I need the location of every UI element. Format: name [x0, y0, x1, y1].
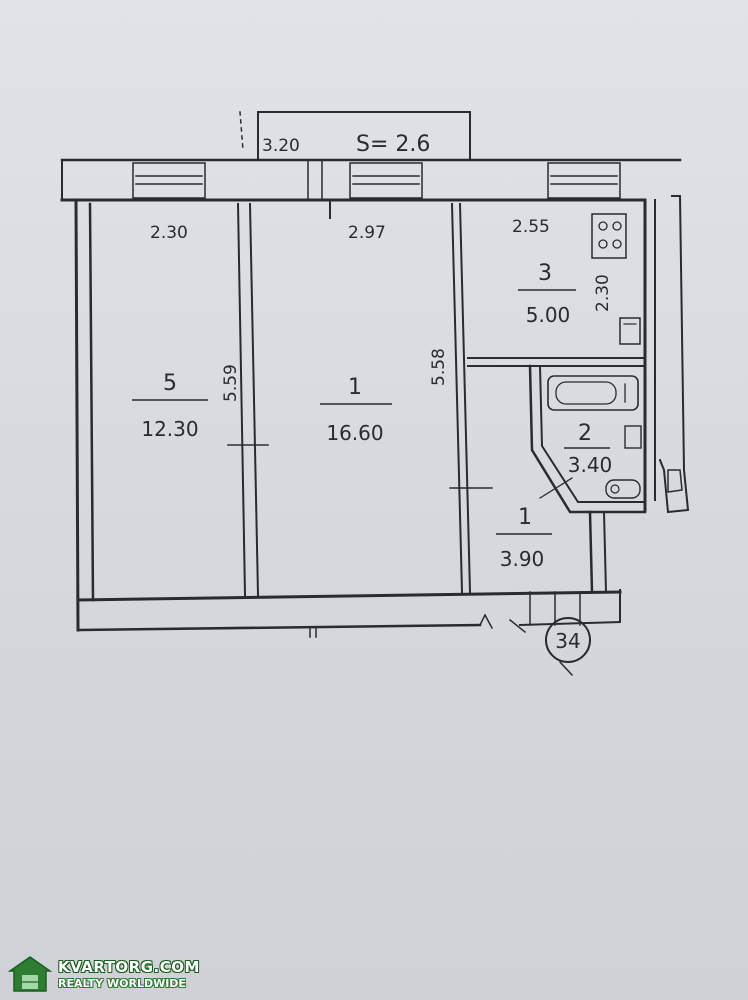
toilet [605, 479, 641, 499]
house-logo-icon [8, 956, 52, 992]
bathtub [547, 375, 639, 411]
room5-number-label: 5 [163, 371, 177, 396]
kitchen-number-label: 3 [538, 261, 552, 286]
window-left [132, 162, 206, 199]
watermark: KVARTORG.COM REALTY WORLDWIDE [8, 955, 200, 993]
room1-number-label: 1 [348, 375, 362, 400]
balcony-width-label: 3.20 [262, 136, 300, 156]
bathroom-sink [624, 425, 642, 449]
balcony [239, 111, 471, 161]
window-right [547, 162, 621, 199]
bathroom-number-label: 2 [578, 421, 592, 446]
balcony-area-label: S= 2.6 [356, 132, 430, 157]
entrance-frame [309, 591, 581, 638]
balcony-door [307, 159, 331, 219]
hallway-number-label: 1 [518, 505, 532, 530]
wall-room5-room1 [227, 202, 269, 597]
exterior-walls [74, 198, 656, 632]
ventilation-shaft [658, 195, 690, 514]
room5-length-label: 5.59 [221, 364, 241, 402]
watermark-site: KVARTORG.COM [58, 957, 200, 976]
kitchen-width-label: 2.55 [512, 217, 550, 237]
room1-length-label: 5.58 [429, 348, 449, 386]
room1-width-label: 2.97 [348, 223, 386, 243]
kitchen-area-label: 5.00 [526, 303, 571, 327]
stair-marker-label: 34 [555, 629, 580, 653]
watermark-tagline: REALTY WORLDWIDE [58, 976, 186, 990]
wall-kitchen-bottom [467, 357, 646, 367]
leader-line [539, 477, 573, 499]
window-middle [349, 162, 423, 199]
kitchen-stove [591, 213, 627, 259]
facade-wall [60, 158, 682, 202]
kitchen-sink [619, 317, 641, 345]
wall-bathroom [528, 364, 647, 594]
room5-area-label: 12.30 [141, 417, 198, 441]
room5-width-label: 2.30 [150, 223, 188, 243]
stair-marker [545, 617, 591, 677]
bathroom-area-label: 3.40 [568, 453, 613, 477]
kitchen-length-label: 2.30 [593, 274, 613, 312]
room1-area-label: 16.60 [326, 421, 383, 445]
wall-room1-hallway [449, 202, 493, 594]
hallway-area-label: 3.90 [500, 547, 545, 571]
